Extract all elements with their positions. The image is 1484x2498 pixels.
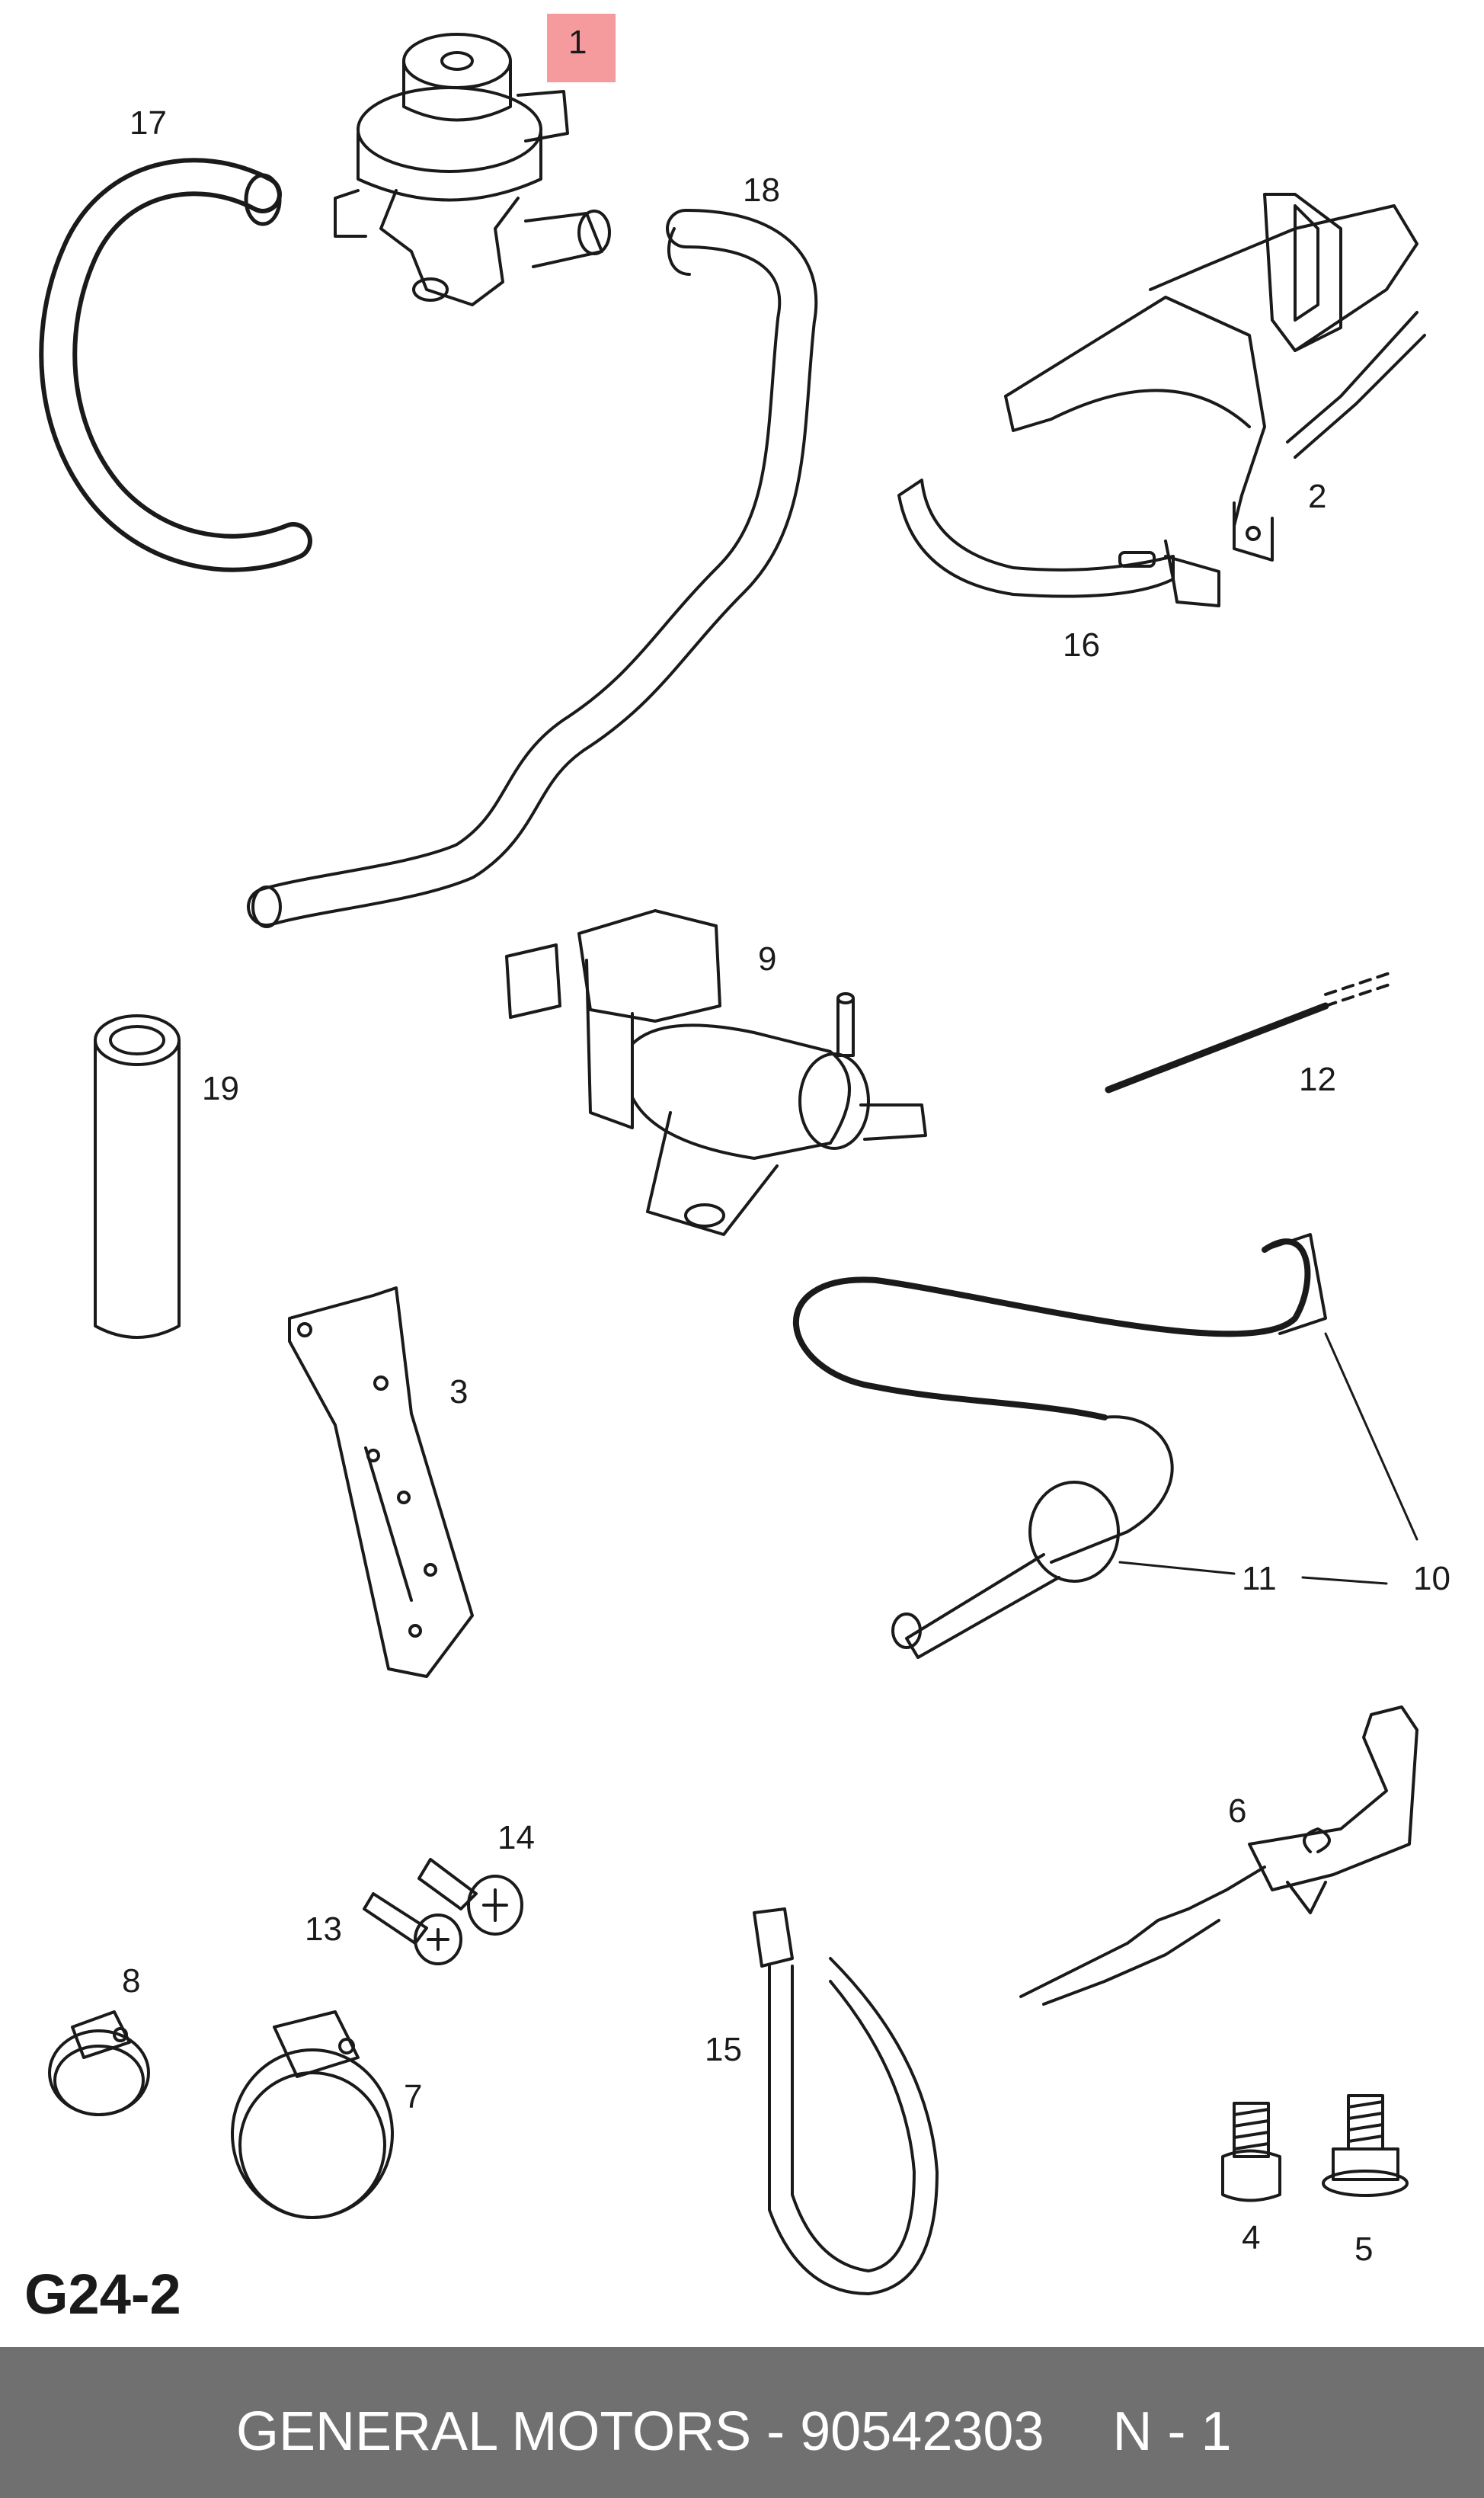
callout-14: 14 [497, 1819, 535, 1856]
part-2-bracket [1004, 193, 1426, 562]
part-3-bracket [288, 1286, 474, 1678]
footer-quantity: N - 1 [1112, 2401, 1232, 2462]
highlighted-callout-box [547, 14, 616, 82]
callout-16: 16 [1063, 626, 1100, 664]
callout-10: 10 [1413, 1560, 1450, 1597]
part-19-hose [94, 1014, 181, 1339]
part-13-screw [363, 1892, 462, 1965]
callout-2: 2 [1308, 478, 1327, 515]
footer-separator: - [766, 2401, 785, 2462]
diagram-code: G24-2 [24, 2263, 181, 2326]
callout-19: 19 [202, 1070, 239, 1107]
footer-caption: GENERAL MOTORS - 90542303 N - 1 [236, 2400, 1232, 2463]
part-12-tube [1105, 970, 1396, 1094]
footer-part-number: 90542303 [800, 2401, 1044, 2462]
callout-1: 1 [568, 24, 587, 61]
part-4-bolt [1221, 2102, 1281, 2202]
callout-4: 4 [1242, 2219, 1261, 2256]
part-5-bolt [1322, 2094, 1409, 2197]
part-15-cable-tie [753, 1907, 939, 2295]
callout-8: 8 [122, 1962, 141, 2000]
part-14-screw [417, 1858, 523, 1936]
part-8-clamp [48, 2010, 150, 2116]
callout-12: 12 [1299, 1061, 1336, 1098]
callout-5: 5 [1354, 2231, 1374, 2268]
part-18-hose [247, 209, 818, 928]
part-17-hose [39, 158, 312, 572]
callout-3: 3 [449, 1373, 469, 1411]
callout-6: 6 [1228, 1792, 1247, 1830]
footer-bar [0, 2347, 1484, 2498]
callout-13: 13 [305, 1910, 342, 1948]
part-1-valve [334, 33, 611, 306]
part-10-11-hose-assembly [792, 1233, 1418, 1659]
callout-18: 18 [743, 171, 780, 209]
callout-7: 7 [404, 2078, 423, 2115]
callout-9: 9 [758, 940, 777, 978]
part-7-clamp [231, 2010, 394, 2219]
callout-17: 17 [130, 104, 167, 142]
part-6-harness [1019, 1705, 1418, 2006]
parts-diagram [39, 33, 1426, 2295]
part-16-strap [897, 479, 1220, 607]
part-9-solenoid [505, 909, 927, 1236]
callout-15: 15 [705, 2031, 742, 2068]
footer-brand: GENERAL MOTORS [236, 2401, 752, 2462]
callout-11: 11 [1242, 1560, 1277, 1597]
